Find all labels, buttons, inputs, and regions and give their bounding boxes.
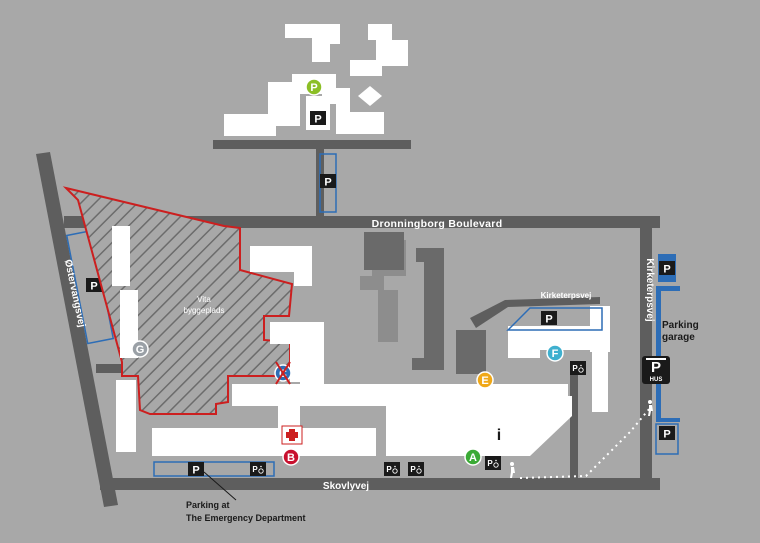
disabled-parking-icon: [407, 461, 425, 477]
disabled-parking-icon: [484, 455, 502, 471]
pedestrian-icon: [510, 400, 653, 478]
parking-lot-emergency: [153, 461, 275, 477]
building-dark: [456, 330, 486, 374]
emergency-parking-label-2: The Emergency Department: [186, 513, 306, 523]
disabled-parking-icon: [249, 461, 267, 477]
entrance-marker-g[interactable]: G: [131, 340, 149, 358]
street-label-kirketerpsvej-vertical: Kirketerpsvej: [644, 258, 655, 322]
entrance-letter: P: [310, 82, 317, 94]
parking-icon: [541, 311, 557, 326]
parking-icon: [320, 174, 336, 189]
garage-lane: [656, 286, 680, 291]
street-label-skovlyvej: Skovlyvej: [323, 481, 369, 492]
svg-text:P: P: [651, 359, 661, 376]
entrance-letter: E: [481, 375, 488, 387]
parking-icon: [188, 462, 204, 477]
parking-icon: [310, 111, 326, 126]
building-dark: [364, 232, 404, 270]
entrance-marker-f[interactable]: F: [546, 344, 564, 362]
entrance-marker-e[interactable]: E: [476, 371, 494, 389]
street-label-dronningborg: Dronningborg Boulevard: [372, 218, 503, 230]
entrance-marker-p[interactable]: P: [305, 78, 323, 96]
building: [120, 290, 138, 358]
entrance-marker-b[interactable]: B: [282, 448, 300, 466]
parking-garage-label-2: garage: [662, 332, 695, 343]
entrance-letter: A: [469, 452, 477, 464]
walking-route: [519, 407, 651, 479]
disabled-parking-icon: [383, 461, 401, 477]
parking-icon: [659, 426, 675, 441]
street-label-kirketerpsvej-horizontal: Kirketerpsvej: [541, 291, 592, 300]
entrance-letter: F: [552, 348, 559, 360]
garage-lane: [656, 418, 680, 422]
parking-garage-label-1: Parking: [662, 320, 699, 331]
main-hospital: [152, 306, 610, 456]
entrance-letter: B: [287, 452, 295, 464]
parking-lot-kirketerpsvej: [506, 307, 603, 331]
parking-garage-icon[interactable]: P HUS: [642, 356, 670, 384]
building: [112, 226, 130, 286]
red-cross-icon: [281, 425, 303, 445]
closed-entrance-cross-icon: [275, 361, 291, 385]
construction-site-label-1: Vita: [197, 295, 211, 304]
disabled-parking-icon: [569, 360, 587, 376]
callout-line: [203, 471, 237, 501]
entrance-marker-a[interactable]: A: [464, 448, 482, 466]
info-icon[interactable]: i: [497, 427, 501, 444]
svg-text:HUS: HUS: [650, 377, 663, 383]
emergency-parking-label-1: Parking at: [186, 500, 230, 510]
garage-lane: [656, 286, 661, 422]
construction-site-label-2: byggeplads: [184, 306, 225, 315]
building: [116, 380, 136, 452]
building: [250, 246, 312, 286]
building-dark: [412, 248, 444, 370]
entrance-letter: G: [136, 344, 145, 356]
parking-lot-east: [655, 423, 679, 455]
parking-icon: [659, 261, 675, 276]
